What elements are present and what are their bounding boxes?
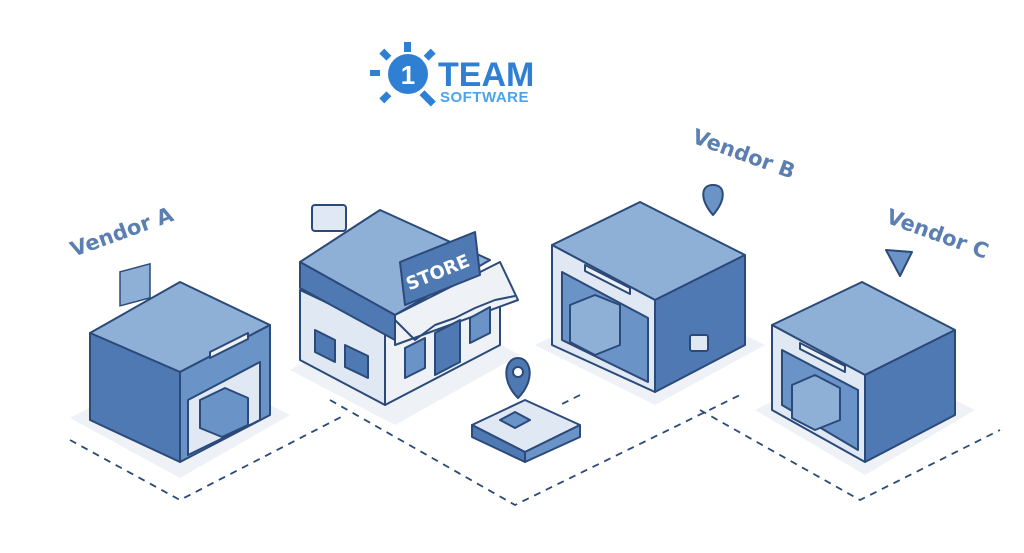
route-vendor-b <box>559 394 581 406</box>
chat-icon <box>689 334 709 352</box>
delivery-hub <box>471 357 581 463</box>
store-building <box>290 204 520 425</box>
logo-emblem <box>370 42 436 107</box>
vendor-b-warehouse <box>535 184 765 405</box>
route-vendor-c <box>699 409 1001 502</box>
logo-number: 1 <box>401 60 415 90</box>
dashed-routes <box>69 394 1001 507</box>
route-vendor-a <box>69 414 346 502</box>
vendor-c-warehouse <box>755 249 975 475</box>
logo-software-text: SOFTWARE <box>440 89 529 106</box>
route-store-hub <box>329 394 741 507</box>
vendor-a-warehouse <box>70 281 290 478</box>
diamond-icon <box>885 249 913 277</box>
map-pin-icon <box>702 184 724 216</box>
id-card-icon <box>311 204 347 232</box>
chart-icon <box>119 262 151 307</box>
logo-team-text: TEAM <box>438 56 535 94</box>
